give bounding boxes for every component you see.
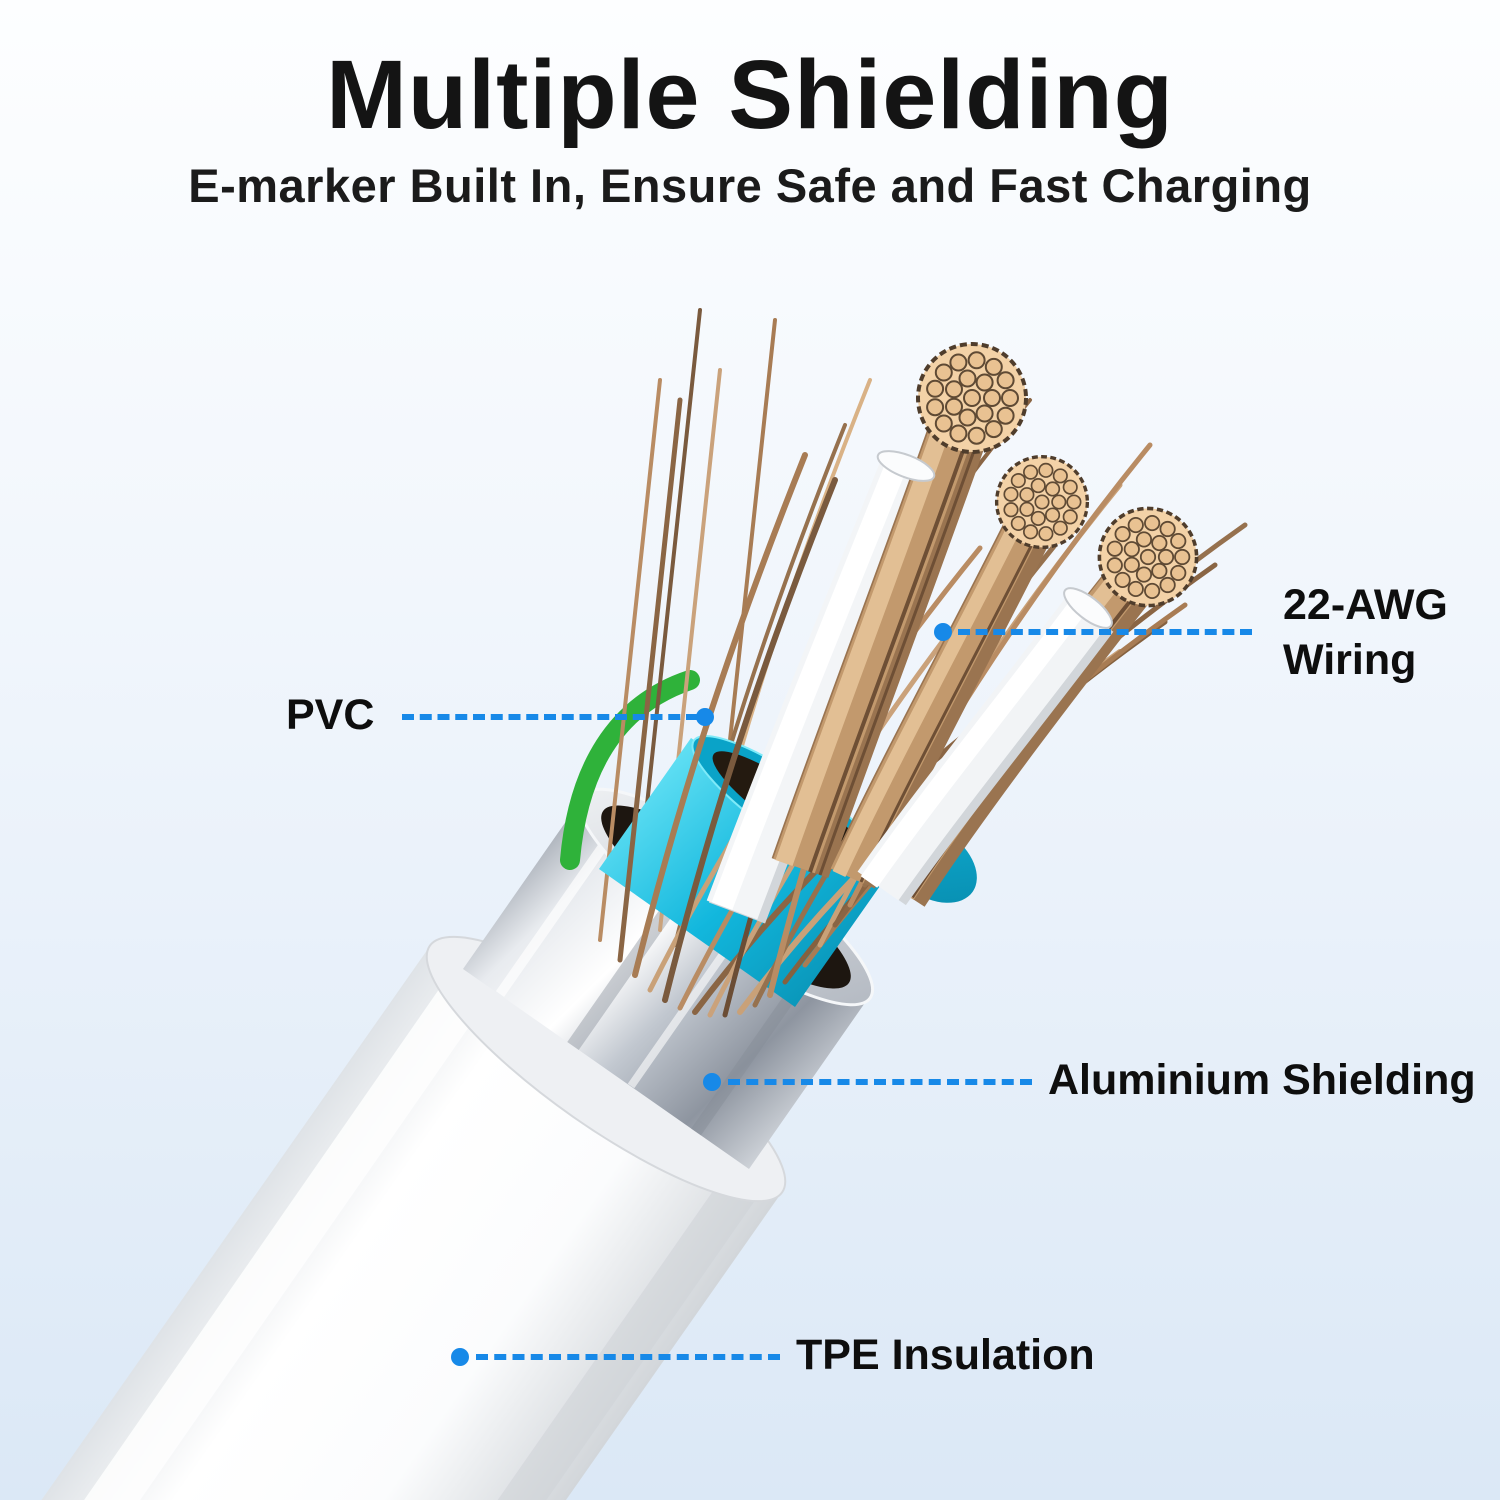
- copper-bundle-top: [771, 394, 997, 878]
- white-wire-left: [706, 459, 939, 924]
- page-title: Multiple Shielding: [326, 40, 1174, 149]
- callout-pvc-line: [402, 714, 698, 720]
- page-subtitle: E-marker Built In, Ensure Safe and Fast …: [188, 159, 1312, 212]
- callout-pvc-dot: [696, 708, 714, 726]
- callout-tpe-dot: [451, 1348, 469, 1366]
- white-wire-right: [857, 596, 1114, 906]
- callout-awg-label: 22-AWG Wiring: [1283, 578, 1448, 688]
- copper-bundle-middle: [829, 498, 1061, 889]
- callout-tpe-line: [476, 1354, 780, 1360]
- callout-awg-dot: [934, 623, 952, 641]
- copper-bundle-face-middle: [994, 454, 1090, 550]
- green-conductor: [560, 670, 700, 870]
- callout-aluminium-dot: [703, 1073, 721, 1091]
- copper-bundle-face-top: [916, 342, 1028, 454]
- callout-awg-label-line2: Wiring: [1283, 636, 1417, 684]
- callout-pvc-label: PVC: [286, 691, 375, 739]
- callout-aluminium-line: [728, 1079, 1032, 1085]
- white-wire-left-face: [876, 450, 936, 482]
- callout-tpe-label: TPE Insulation: [796, 1331, 1095, 1379]
- callout-awg-line: [958, 629, 1252, 635]
- callout-awg-label-line1: 22-AWG: [1283, 581, 1448, 629]
- callout-aluminium-label: Aluminium Shielding: [1048, 1056, 1476, 1104]
- white-wire-right-face: [1063, 587, 1113, 629]
- copper-bundle-face-right: [1097, 506, 1199, 608]
